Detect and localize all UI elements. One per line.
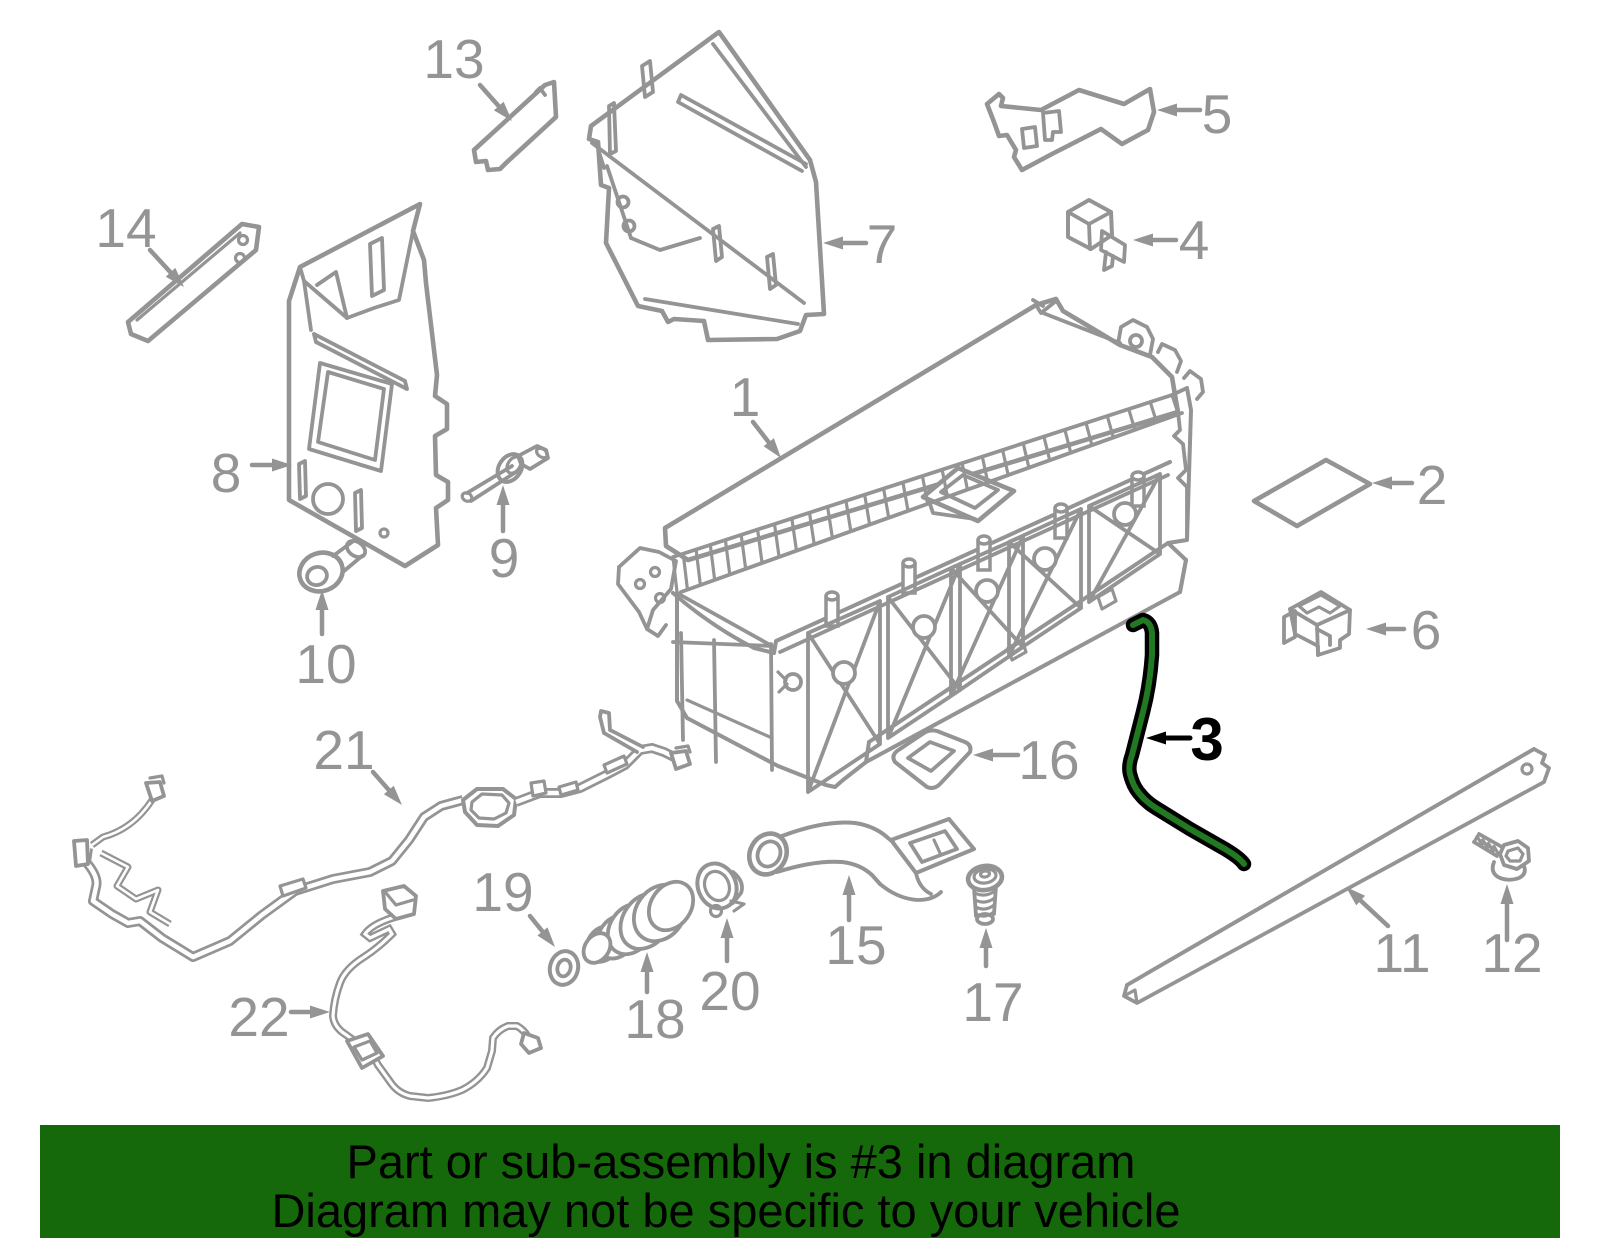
svg-text:9: 9	[489, 527, 520, 589]
svg-text:22: 22	[228, 986, 289, 1048]
svg-text:8: 8	[211, 442, 242, 504]
svg-text:20: 20	[699, 960, 760, 1022]
svg-text:4: 4	[1179, 209, 1210, 271]
svg-text:6: 6	[1411, 599, 1442, 661]
svg-text:12: 12	[1481, 922, 1542, 984]
svg-text:5: 5	[1202, 83, 1233, 145]
svg-text:21: 21	[313, 719, 374, 781]
svg-text:18: 18	[624, 988, 685, 1050]
svg-text:Diagram may not be specific to: Diagram may not be specific to your vehi…	[271, 1184, 1180, 1237]
svg-text:10: 10	[295, 633, 356, 695]
svg-text:14: 14	[95, 197, 156, 259]
svg-text:16: 16	[1018, 729, 1079, 791]
svg-text:13: 13	[423, 28, 484, 90]
svg-text:7: 7	[867, 213, 898, 275]
svg-text:17: 17	[962, 971, 1023, 1033]
svg-text:19: 19	[472, 861, 533, 923]
svg-text:3: 3	[1190, 706, 1223, 773]
svg-text:1: 1	[730, 366, 761, 428]
svg-text:11: 11	[1373, 922, 1430, 984]
svg-text:15: 15	[825, 914, 886, 976]
svg-text:Part or sub-assembly is #3 in: Part or sub-assembly is #3 in diagram	[347, 1135, 1136, 1188]
svg-text:2: 2	[1417, 454, 1448, 516]
